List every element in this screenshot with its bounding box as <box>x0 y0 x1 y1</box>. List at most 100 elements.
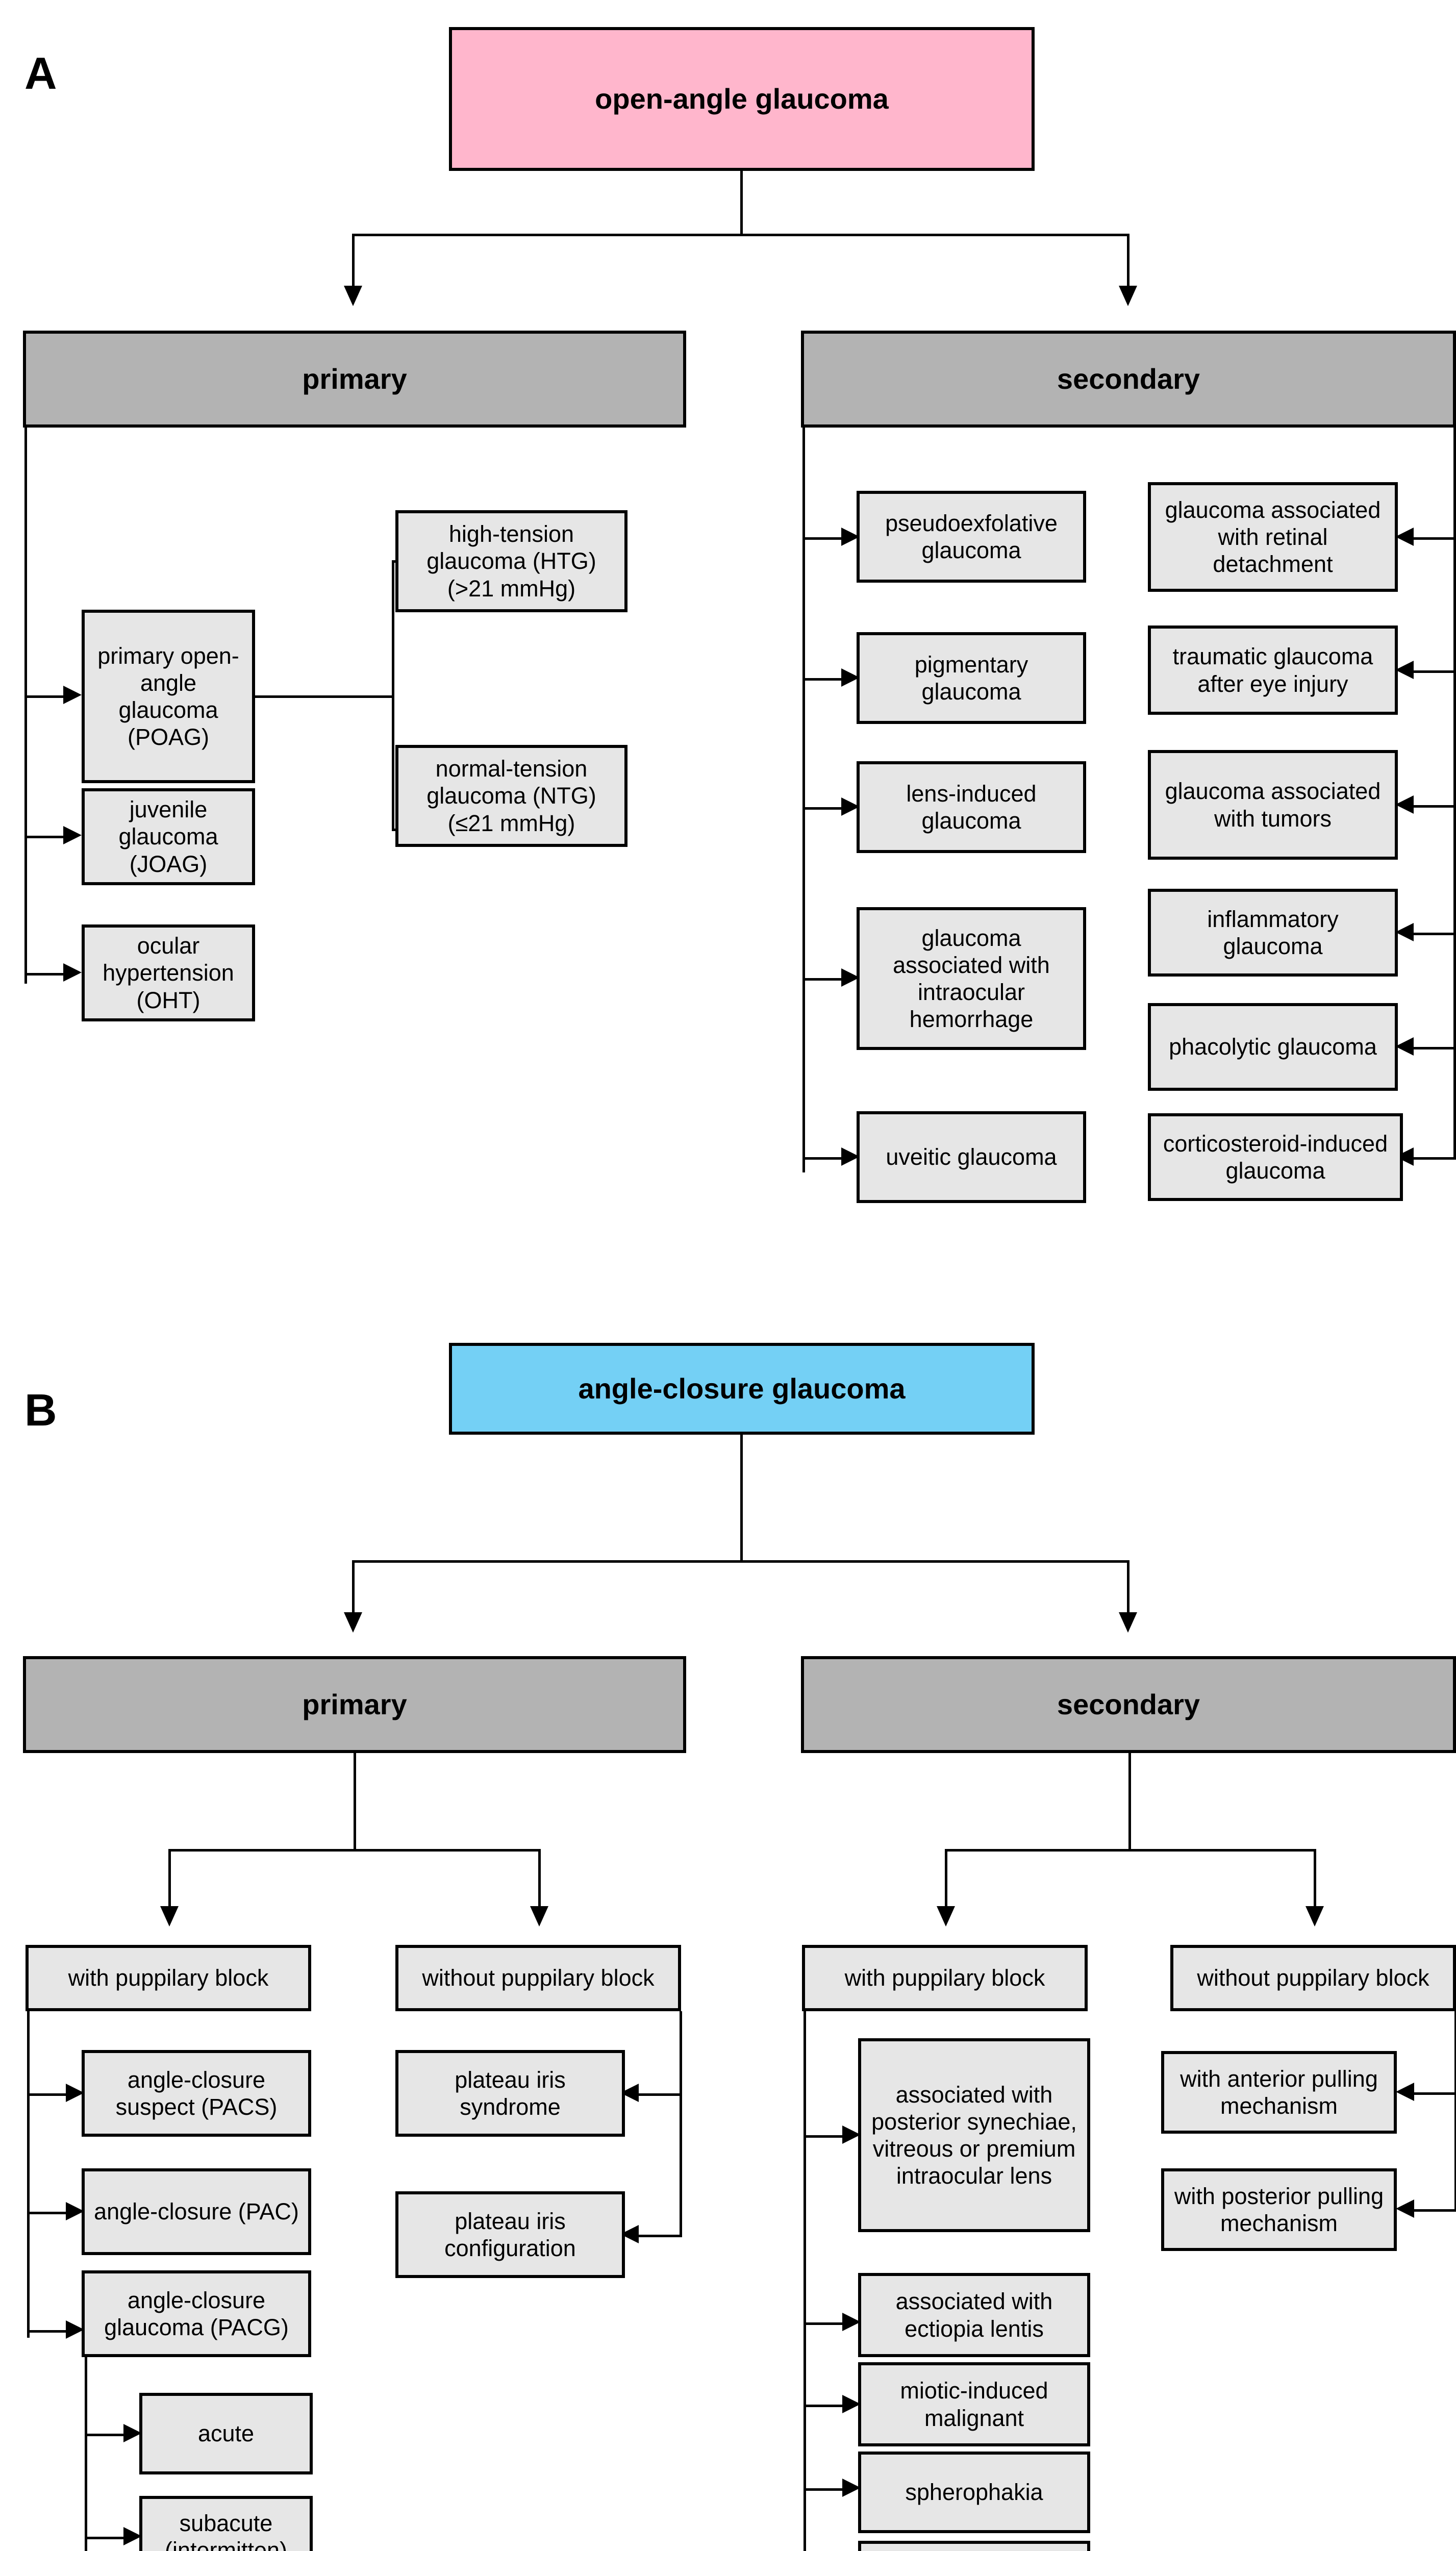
connector-b-secondary-stem <box>1128 1753 1131 1850</box>
connector-b-secondary-r <box>1314 1849 1316 1908</box>
stub-b-acute <box>85 2434 128 2436</box>
node-ntg[interactable]: normal-tension glaucoma (NTG) (≤21 mmHg) <box>395 745 627 847</box>
node-htg[interactable]: high-tension glaucoma (HTG) (>21 mmHg) <box>395 510 627 612</box>
arrow-b-acute <box>123 2424 142 2442</box>
arrow-b-pacs <box>66 2084 84 2102</box>
node-assoc-posterior-synechiae[interactable]: associated with posterior synechiae, vit… <box>858 2038 1090 2232</box>
arrow-a-poag <box>63 686 82 704</box>
node-plateau-iris-syndrome[interactable]: plateau iris syndrome <box>395 2050 625 2137</box>
node-glaucoma-retinal-detachment[interactable]: glaucoma associated with retinal detachm… <box>1148 482 1398 592</box>
spine-b-secondary-with <box>804 2011 806 2551</box>
node-glaucoma-tumors[interactable]: glaucoma associated with tumors <box>1148 750 1398 860</box>
node-pseudoexfolative-glaucoma[interactable]: pseudoexfolative glaucoma <box>857 491 1086 583</box>
panel-label-a: A <box>24 48 57 98</box>
connector-poag-out <box>255 695 393 698</box>
spine-b-secondary-without <box>1454 2011 1456 2211</box>
node-glaucoma-intraocular-hemorrhage[interactable]: glaucoma associated with intraocular hem… <box>857 907 1086 1050</box>
node-phacomorphic[interactable]: phacomorphic <box>858 2541 1090 2551</box>
node-inflammatory-glaucoma[interactable]: inflammatory glaucoma <box>1148 889 1398 977</box>
stub-b-plateau-config <box>639 2235 682 2237</box>
stub-b-sec-3 <box>804 2405 847 2407</box>
group-b-primary-with-puppilary-block[interactable]: with puppilary block <box>26 1945 311 2011</box>
arrow-b-posterior-pull <box>1396 2199 1414 2218</box>
root-angle-closure-glaucoma[interactable]: angle-closure glaucoma <box>449 1343 1035 1435</box>
stub-b-pac <box>27 2212 70 2214</box>
arrow-b-secondary-with <box>937 1906 955 1927</box>
stub-a-sec-3 <box>802 807 846 810</box>
connector-poag-bus <box>392 560 394 831</box>
node-oht[interactable]: ocular hypertension (OHT) <box>82 924 255 1021</box>
stub-b-pacg <box>27 2330 70 2333</box>
stub-a-sec-1 <box>802 537 846 540</box>
arrow-a-oht <box>63 963 82 982</box>
node-uveitic-glaucoma[interactable]: uveitic glaucoma <box>857 1111 1086 1203</box>
arrow-a-secr-3 <box>1395 795 1414 814</box>
root-open-angle-glaucoma[interactable]: open-angle glaucoma <box>449 27 1035 171</box>
panel-label-b: B <box>24 1385 57 1435</box>
branch-a-primary[interactable]: primary <box>23 331 686 428</box>
stub-b-subacute <box>85 2537 128 2539</box>
stub-b-sec-2 <box>804 2322 847 2325</box>
branch-b-secondary[interactable]: secondary <box>801 1656 1456 1753</box>
arrow-b-pacg <box>66 2320 84 2339</box>
stub-a-secr-3 <box>1413 805 1456 808</box>
stub-a-sec-5 <box>802 1157 846 1160</box>
node-phacolytic-glaucoma[interactable]: phacolytic glaucoma <box>1148 1003 1398 1091</box>
stub-a-joag <box>24 836 68 838</box>
arrow-b-subacute <box>123 2527 142 2545</box>
group-b-secondary-without-puppilary-block[interactable]: without puppilary block <box>1170 1945 1456 2011</box>
node-lens-induced-glaucoma[interactable]: lens-induced glaucoma <box>857 761 1086 853</box>
connector-b-primary-bus <box>168 1849 541 1852</box>
group-b-secondary-with-puppilary-block[interactable]: with puppilary block <box>802 1945 1088 2011</box>
connector-b-primary-l <box>168 1849 171 1908</box>
node-acute[interactable]: acute <box>139 2393 313 2474</box>
arrow-a-to-secondary <box>1119 286 1137 306</box>
node-assoc-ectiopia-lentis[interactable]: associated with ectiopia lentis <box>858 2273 1090 2357</box>
stub-a-secr-2 <box>1413 670 1456 673</box>
node-with-posterior-pulling-mechanism[interactable]: with posterior pulling mechanism <box>1161 2168 1397 2251</box>
branch-b-primary[interactable]: primary <box>23 1656 686 1753</box>
node-miotic-induced-malignant[interactable]: miotic-induced malignant <box>858 2362 1090 2446</box>
arrow-b-secondary-without <box>1306 1906 1324 1927</box>
arrow-b-primary-without <box>530 1906 548 1927</box>
arrow-a-secr-2 <box>1395 661 1414 679</box>
node-pac[interactable]: angle-closure (PAC) <box>82 2168 311 2255</box>
arrow-b-to-primary <box>344 1612 362 1633</box>
node-pacs[interactable]: angle-closure suspect (PACS) <box>82 2050 311 2137</box>
arrow-b-to-secondary <box>1119 1612 1137 1633</box>
stub-a-poag <box>24 695 68 698</box>
node-with-anterior-pulling-mechanism[interactable]: with anterior pulling mechanism <box>1161 2051 1397 2134</box>
spine-b-primary-with <box>27 2011 30 2338</box>
spine-a-secondary-right <box>1453 428 1456 1158</box>
stub-a-sec-2 <box>802 678 846 681</box>
arrow-a-secr-4 <box>1395 923 1414 941</box>
spine-a-secondary-left <box>802 428 805 1172</box>
node-spherophakia[interactable]: spherophakia <box>858 2452 1090 2533</box>
stub-b-sec-4 <box>804 2488 847 2491</box>
node-pigmentary-glaucoma[interactable]: pigmentary glaucoma <box>857 632 1086 724</box>
connector-a-right-drop <box>1127 234 1129 287</box>
group-b-primary-without-puppilary-block[interactable]: without puppilary block <box>395 1945 681 2011</box>
node-corticosteroid-induced-glaucoma[interactable]: corticosteroid-induced glaucoma <box>1148 1113 1403 1201</box>
connector-b-left-drop <box>352 1560 355 1614</box>
connector-b-primary-stem <box>354 1753 356 1850</box>
arrow-b-sec-4 <box>842 2479 861 2497</box>
arrow-b-anterior-pull <box>1396 2083 1414 2101</box>
connector-a-root-bus <box>352 234 1129 236</box>
branch-a-secondary[interactable]: secondary <box>801 331 1456 428</box>
node-pacg[interactable]: angle-closure glaucoma (PACG) <box>82 2270 311 2357</box>
stub-a-secr-4 <box>1413 933 1456 935</box>
node-plateau-iris-configuration[interactable]: plateau iris configuration <box>395 2191 625 2278</box>
arrow-b-sec-2 <box>842 2313 861 2331</box>
node-traumatic-glaucoma[interactable]: traumatic glaucoma after eye injury <box>1148 626 1398 715</box>
node-joag[interactable]: juvenile glaucoma (JOAG) <box>82 788 255 885</box>
arrow-b-sec-3 <box>842 2395 861 2413</box>
stub-b-pacs <box>27 2093 70 2096</box>
connector-b-secondary-l <box>945 1849 947 1908</box>
stub-a-secr-5 <box>1413 1047 1456 1049</box>
connector-b-primary-r <box>538 1849 541 1908</box>
connector-a-root-stem <box>740 171 743 235</box>
node-subacute-intermitten[interactable]: subacute (intermitten) <box>139 2496 313 2551</box>
node-poag[interactable]: primary open-angle glaucoma (POAG) <box>82 610 255 783</box>
